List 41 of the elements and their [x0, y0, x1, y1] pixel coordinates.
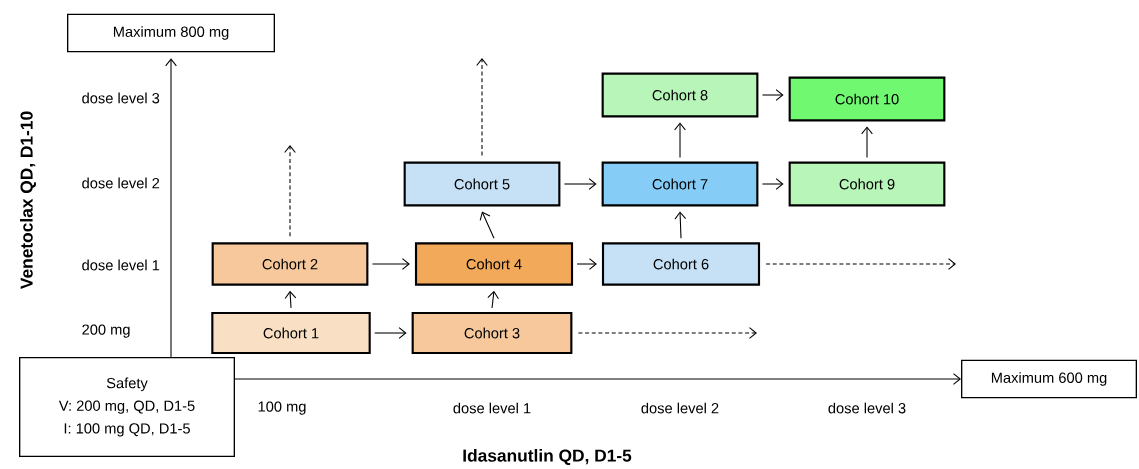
arrow: [479, 211, 495, 239]
cohort-box: Cohort 3: [411, 311, 573, 355]
dashed-arrow: [284, 145, 296, 237]
tick-label: 200 mg: [82, 324, 130, 338]
dashed-arrow: [476, 58, 488, 157]
cohort-box: Cohort 10: [788, 76, 946, 122]
arrow: [761, 178, 784, 190]
arrow: [371, 258, 410, 270]
tick-label: dose level 2: [82, 177, 160, 189]
cohort-box: Cohort 2: [211, 242, 369, 286]
cohort-box: Cohort 5: [403, 161, 561, 207]
cohort-box: Cohort 7: [601, 161, 759, 207]
arrow: [674, 211, 687, 239]
tick-label: dose level 1: [453, 402, 531, 414]
tick-label: dose level 2: [641, 402, 719, 414]
tick-label: dose level 3: [82, 92, 160, 104]
axis-arrow: [234, 373, 961, 385]
maximum-box: Maximum 800 mg: [67, 13, 275, 53]
arrow: [563, 178, 597, 190]
cohort-box: Cohort 4: [414, 242, 574, 286]
dashed-arrow: [765, 258, 956, 270]
tick-label: 100 mg: [258, 401, 306, 415]
arrow: [861, 126, 873, 159]
arrow: [374, 327, 407, 339]
cohort-box: Cohort 6: [601, 242, 761, 286]
cohort-box: Cohort 9: [788, 161, 946, 207]
axis-arrow: [165, 58, 177, 358]
tick-label: dose level 3: [828, 402, 906, 414]
cohort-box: Cohort 1: [211, 311, 371, 355]
arrow: [674, 122, 686, 159]
maximum-box: Maximum 600 mg: [961, 359, 1137, 399]
arrow: [284, 290, 297, 309]
cohort-box: Cohort 8: [601, 72, 759, 118]
axis-title: Idasanutlin QD, D1-5: [463, 449, 632, 465]
arrow: [487, 290, 499, 309]
arrow: [761, 89, 784, 101]
arrow: [576, 258, 597, 270]
dashed-arrow: [577, 327, 757, 339]
axis-title: Venetoclax QD, D1-10: [20, 111, 36, 289]
tick-label: dose level 1: [82, 259, 160, 271]
safety-box: Safety V: 200 mg, QD, D1-5 I: 100 mg QD, D1-5: [19, 357, 235, 457]
